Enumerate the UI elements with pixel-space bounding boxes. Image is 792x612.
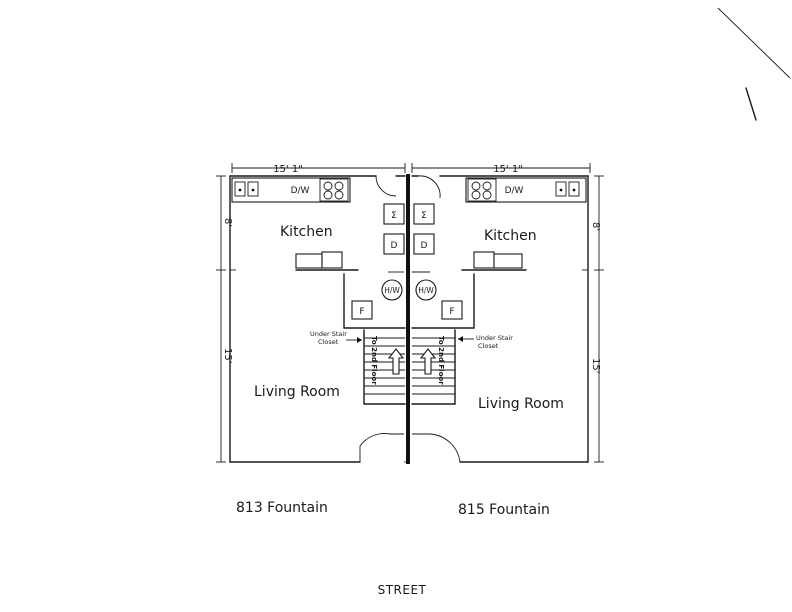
right-furnace-label: F (449, 307, 454, 317)
svg-text:Σ: Σ (421, 211, 427, 221)
left-water-heater-label: H/W (384, 286, 400, 295)
left-fridge-icon (295, 251, 343, 269)
right-washer-icon: Σ (413, 203, 435, 225)
right-sink-icon (555, 181, 580, 197)
left-closet-label-line1: Under Stair (310, 330, 347, 338)
right-fridge-icon (473, 251, 523, 269)
right-closet-arrow-icon (458, 336, 474, 342)
right-unit-address: 815 Fountain (458, 502, 550, 518)
exterior-walls (229, 175, 589, 463)
left-dryer-label: D (391, 241, 398, 251)
left-closet-label-line2: Closet (318, 338, 339, 346)
right-closet-label-line1: Under Stair (476, 334, 513, 342)
left-living-depth-dimension: 15' (222, 348, 233, 363)
right-stair-label: To 2nd Floor (437, 336, 445, 385)
street-label: STREET (378, 583, 427, 597)
right-staircase (411, 329, 456, 405)
front-door-left (359, 433, 404, 462)
right-living-depth-dimension: 15' (590, 358, 601, 373)
left-living-room-label: Living Room (254, 384, 340, 400)
left-stove-icon (319, 178, 349, 202)
right-water-heater-label: H/W (418, 286, 434, 295)
right-furnace-box (441, 300, 463, 320)
right-kitchen-depth-dimension: 8' (590, 222, 601, 231)
left-furnace-label: F (359, 307, 364, 317)
left-kitchen-depth-dimension: 8' (222, 218, 233, 227)
right-water-heater-icon (415, 279, 437, 301)
back-door-left (375, 175, 397, 197)
right-kitchen-label: Kitchen (484, 228, 537, 244)
svg-text:Σ: Σ (391, 211, 397, 221)
left-washer-icon: Σ (383, 203, 405, 225)
interior-walls (230, 269, 588, 329)
right-living-room-label: Living Room (478, 396, 564, 412)
back-door-right (417, 175, 441, 199)
left-dryer-box (383, 233, 405, 255)
left-width-dimension: 15' 1" (273, 164, 303, 175)
left-stair-label: To 2nd Floor (370, 336, 378, 385)
left-stair-up-arrow-icon (387, 348, 405, 375)
right-width-dimension: 15' 1" (493, 164, 523, 175)
right-stove-icon (467, 178, 497, 202)
right-kitchen-counter (465, 177, 587, 203)
left-closet-arrow-icon (346, 337, 362, 343)
left-furnace-box (351, 300, 373, 320)
left-kitchen-label: Kitchen (280, 224, 333, 240)
scan-corner-marks (717, 7, 791, 121)
dimension-lines (216, 163, 604, 463)
front-door-right (412, 433, 461, 463)
left-sink-icon (234, 181, 259, 197)
left-unit-address: 813 Fountain (236, 500, 328, 516)
right-dishwasher-label: D/W (505, 186, 524, 196)
right-closet-label-line2: Closet (478, 342, 499, 350)
left-dishwasher-label: D/W (291, 186, 310, 196)
left-kitchen-counter (231, 177, 351, 203)
right-dryer-box (413, 233, 435, 255)
right-stair-up-arrow-icon (419, 348, 437, 375)
right-dryer-label: D (421, 241, 428, 251)
left-water-heater-icon (381, 279, 403, 301)
